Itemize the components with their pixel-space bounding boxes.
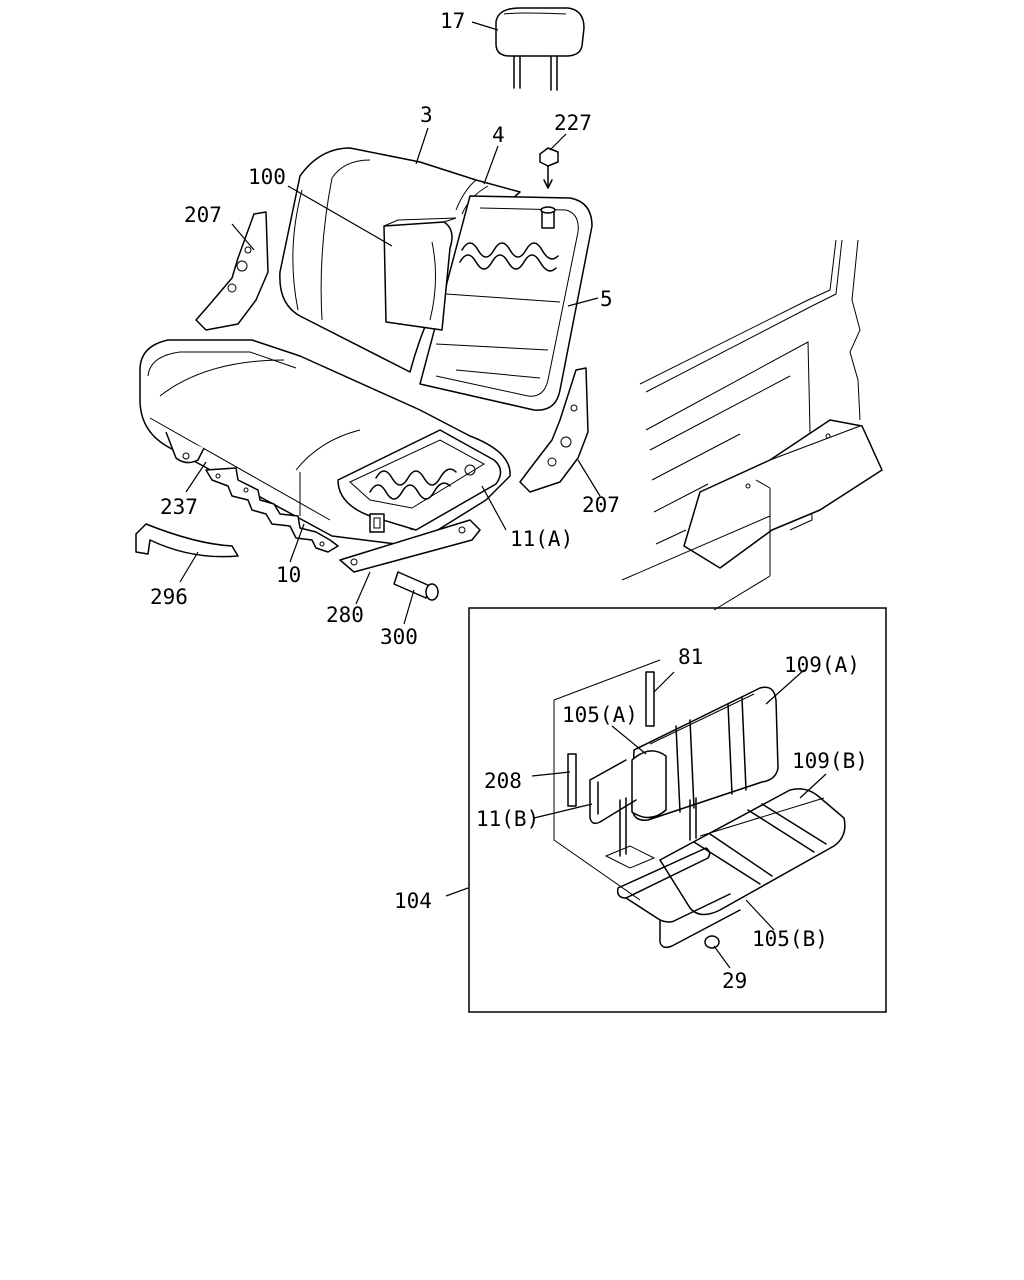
label-207-left: 207 [184,203,222,227]
label-4: 4 [492,123,505,147]
label-100: 100 [248,165,286,189]
jump-seat-cushion-part [616,788,846,949]
pipe-part [393,571,439,601]
label-207-right: 207 [582,493,620,517]
label-109b: 109(B) [792,749,868,773]
armrest-box-part [383,217,457,331]
label-17: 17 [440,9,465,33]
label-5: 5 [600,287,613,311]
label-105a: 105(A) [562,703,638,727]
label-3: 3 [420,103,433,127]
leader-lines [179,21,827,969]
vehicle-body-part [621,239,883,611]
label-237: 237 [160,495,198,519]
cushion-frame-a-part [337,429,502,533]
headrest-part [495,7,585,91]
hinge-left-part [195,211,269,331]
label-81: 81 [678,645,703,669]
label-280: 280 [326,603,364,627]
label-300: 300 [380,625,418,649]
label-227: 227 [554,111,592,135]
clip-bolt-part [539,147,559,189]
inset-frame [468,607,887,1013]
label-109a: 109(A) [784,653,860,677]
label-296: 296 [150,585,188,609]
label-208: 208 [484,769,522,793]
strap-part [135,523,239,558]
base-plate-part [339,519,481,573]
seatback-frame-part [419,195,593,411]
label-29: 29 [722,969,747,993]
cushion-bracket-part [165,431,339,553]
hinge-right-part [519,367,589,493]
jump-frame-b-part [589,759,697,869]
label-11a: 11(A) [510,527,573,551]
label-104: 104 [394,889,432,913]
label-10: 10 [276,563,301,587]
label-11b: 11(B) [476,807,539,831]
label-105b: 105(B) [752,927,828,951]
